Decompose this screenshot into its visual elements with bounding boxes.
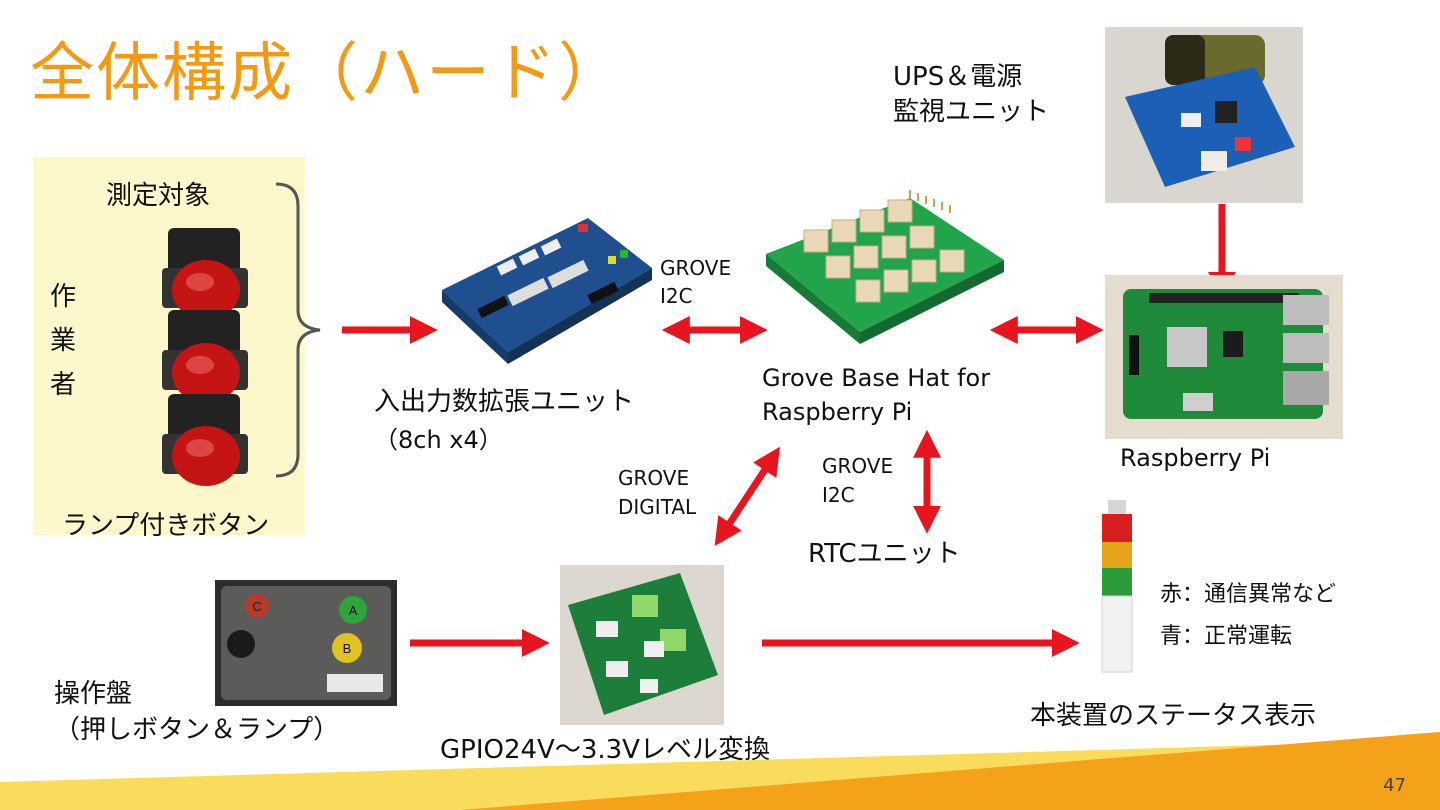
level-converter-photo	[560, 565, 724, 725]
slide-title: 全体構成（ハード）	[30, 37, 624, 111]
operation-panel-line2: （押しボタン＆ランプ）	[54, 715, 340, 746]
page-number: 47	[1383, 775, 1406, 796]
io-hat-link-label: GROVE I2C	[660, 254, 731, 310]
worker-label-char: 業	[49, 326, 76, 356]
lamp-button-bottom	[162, 394, 248, 486]
arrow-hat-level-converter	[714, 446, 781, 547]
grove-hat-label-line1: Grove Base Hat for	[762, 364, 991, 392]
worker-label-char: 作	[49, 282, 76, 312]
ups-label-line1: UPS＆電源	[893, 62, 1023, 92]
grove-hat-label-line2: Raspberry Pi	[762, 397, 913, 426]
grove-base-hat-photo	[766, 190, 1004, 344]
worker-label: 作 業 者	[48, 275, 78, 407]
io-hat-link-line2: I2C	[660, 284, 693, 308]
rtc-link-line2: I2C	[822, 483, 855, 507]
ups-label-line2: 監視ユニット	[893, 97, 1050, 128]
level-converter-label: GPIO24V～3.3Vレベル変換	[440, 735, 770, 765]
lamp-button-top	[162, 228, 248, 320]
curly-brace-icon	[275, 182, 321, 478]
lamp-button-middle	[162, 310, 248, 403]
operation-panel-label: 操作盤 （押しボタン＆ランプ）	[54, 676, 339, 749]
grove-hat-label: Grove Base Hat for Raspberry Pi	[762, 362, 990, 429]
measurement-target-label: 測定対象	[106, 181, 211, 211]
rtc-link-line1: GROVE	[822, 454, 894, 478]
io-unit-label: 入出力数拡張ユニット	[374, 387, 635, 417]
raspberry-pi-label: Raspberry Pi	[1120, 444, 1271, 472]
operation-panel-photo: C A B	[215, 580, 397, 706]
raspberry-pi-photo	[1105, 275, 1343, 439]
digital-link-line2: DIGITAL	[618, 495, 697, 519]
svg-text:A: A	[349, 603, 358, 618]
legend-blue: 青：正常運転	[1160, 624, 1293, 649]
worker-label-char: 者	[49, 370, 76, 400]
status-display-label: 本装置のステータス表示	[1030, 701, 1317, 731]
digital-link-label: GROVE DIGITAL	[618, 464, 696, 522]
legend-red: 赤：通信異常など	[1160, 582, 1337, 607]
io-hat-link-line1: GROVE	[660, 256, 732, 280]
digital-link-line1: GROVE	[618, 466, 690, 490]
rtc-unit-label: RTCユニット	[808, 539, 961, 569]
status-tower-light-icon	[1101, 500, 1133, 673]
ups-label: UPS＆電源 監視ユニット	[893, 60, 1049, 130]
rtc-link-label: GROVE I2C	[822, 452, 893, 510]
lamp-buttons-photo	[162, 228, 248, 486]
lamp-button-label: ランプ付きボタン	[62, 511, 270, 541]
svg-text:C: C	[252, 599, 261, 614]
io-expansion-board-photo	[442, 218, 652, 364]
io-unit-sub-label: （8ch x4）	[374, 426, 503, 454]
footer-band	[0, 732, 1440, 810]
svg-text:B: B	[343, 641, 352, 656]
ups-unit-photo	[1105, 27, 1303, 203]
operation-panel-line1: 操作盤	[54, 679, 133, 709]
